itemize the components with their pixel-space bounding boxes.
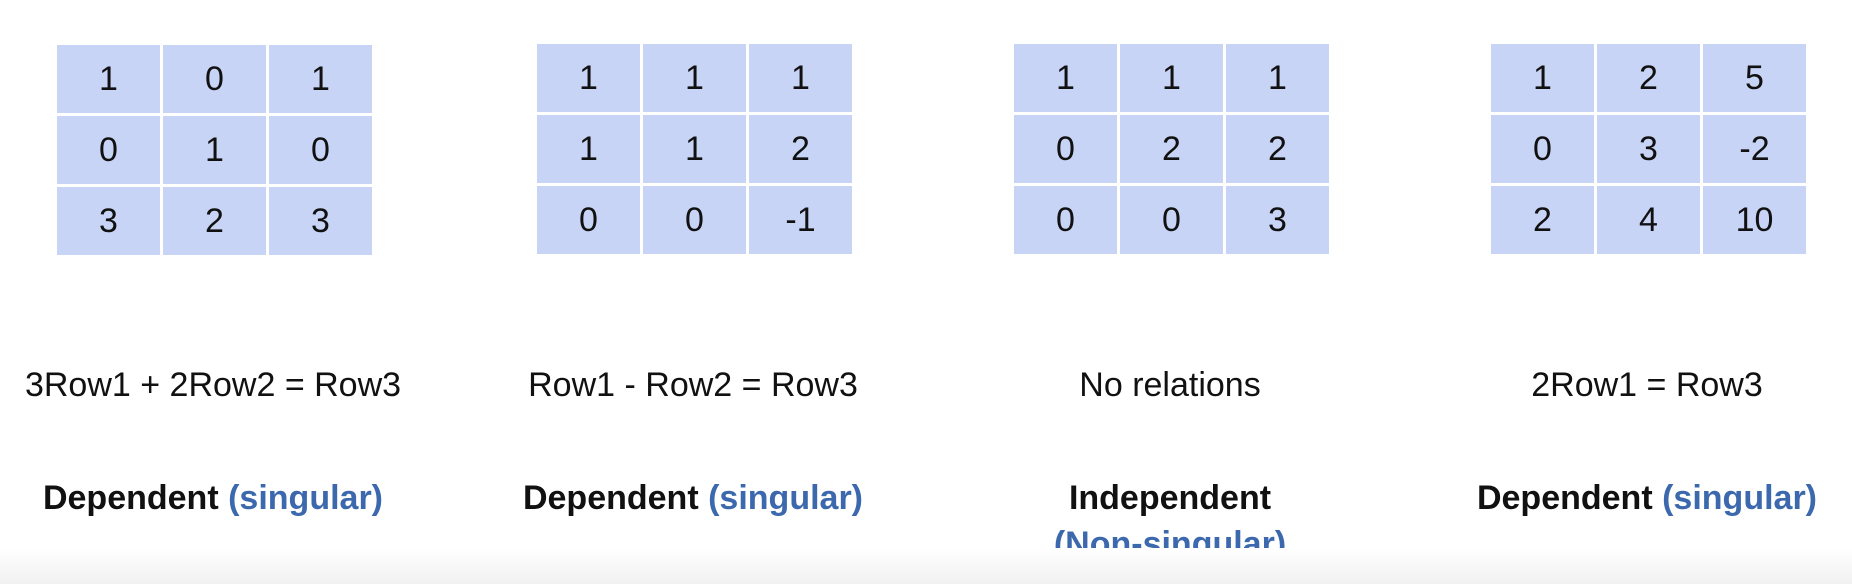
matrix-cell: 1	[537, 115, 640, 183]
matrix-1: 1 0 1 0 1 0 3 2 3	[57, 45, 372, 255]
verdict-label: Independent (Non-singular)	[930, 475, 1410, 567]
matrix-cell: 1	[1491, 44, 1594, 112]
matrix-cell: -2	[1703, 115, 1806, 183]
matrix-cell: 1	[1014, 44, 1117, 112]
verdict-main: Dependent	[42, 479, 219, 517]
matrix-cell: 1	[1120, 44, 1223, 112]
matrix-cell: 1	[749, 44, 852, 112]
row-relation-text: 2Row1 = Row3	[1531, 366, 1763, 404]
verdict-label: Dependent (singular)	[453, 475, 933, 521]
matrix-cell: 0	[1120, 186, 1223, 254]
verdict-note: (singular)	[228, 479, 384, 517]
matrix-cell: 2	[1120, 115, 1223, 183]
matrix-cell: 0	[1014, 186, 1117, 254]
matrix-cell: 0	[1491, 115, 1594, 183]
example-panel-3: 1 1 1 0 2 2 0 0 3 No relations Independe…	[930, 0, 1410, 563]
matrix-cell: 0	[537, 186, 640, 254]
matrix-cell: 1	[269, 45, 372, 113]
matrix-cell: 3	[269, 187, 372, 255]
matrix-cell: 1	[643, 44, 746, 112]
matrix-3: 1 1 1 0 2 2 0 0 3	[1014, 44, 1329, 254]
matrix-cell: 1	[1226, 44, 1329, 112]
matrix-cell: 5	[1703, 44, 1806, 112]
matrix-cell: 3	[57, 187, 160, 255]
verdict-main: Independent	[1068, 479, 1272, 517]
matrix-cell: 2	[1226, 115, 1329, 183]
matrix-cell: 1	[643, 115, 746, 183]
matrix-cell: 2	[1491, 186, 1594, 254]
matrix-cell: 1	[57, 45, 160, 113]
matrix-cell: -1	[749, 186, 852, 254]
verdict-label: Dependent (singular)	[1407, 475, 1852, 521]
matrix-cell: 3	[1226, 186, 1329, 254]
row-relation-text: 3Row1 + 2Row2 = Row3	[24, 366, 402, 404]
verdict-note: (singular)	[1662, 479, 1818, 517]
matrix-2: 1 1 1 1 1 2 0 0 -1	[537, 44, 852, 254]
matrix-cell: 1	[163, 116, 266, 184]
verdict-label: Dependent (singular)	[0, 475, 453, 521]
matrix-cell: 0	[1014, 115, 1117, 183]
matrix-cell: 4	[1597, 186, 1700, 254]
row-relation-text: No relations	[1079, 366, 1261, 404]
matrix-4: 1 2 5 0 3 -2 2 4 10	[1491, 44, 1806, 254]
matrix-cell: 3	[1597, 115, 1700, 183]
matrix-cell: 0	[163, 45, 266, 113]
matrix-cell: 0	[269, 116, 372, 184]
verdict-main: Dependent	[522, 479, 699, 517]
matrix-cell: 2	[163, 187, 266, 255]
example-panel-2: 1 1 1 1 1 2 0 0 -1 Row1 - Row2 = Row3 De…	[453, 0, 933, 560]
matrix-cell: 1	[537, 44, 640, 112]
matrix-cell: 0	[57, 116, 160, 184]
bottom-shade	[0, 548, 1852, 584]
matrix-cell: 10	[1703, 186, 1806, 254]
matrix-cell: 2	[1597, 44, 1700, 112]
verdict-main: Dependent	[1476, 479, 1653, 517]
example-panel-4: 1 2 5 0 3 -2 2 4 10 2Row1 = Row3 Depende…	[1407, 0, 1852, 560]
row-relation-text: Row1 - Row2 = Row3	[528, 366, 858, 404]
matrix-cell: 2	[749, 115, 852, 183]
example-panel-1: 1 0 1 0 1 0 3 2 3 3Row1 + 2Row2 = Row3 D…	[0, 0, 453, 560]
matrix-cell: 0	[643, 186, 746, 254]
verdict-note: (singular)	[708, 479, 864, 517]
